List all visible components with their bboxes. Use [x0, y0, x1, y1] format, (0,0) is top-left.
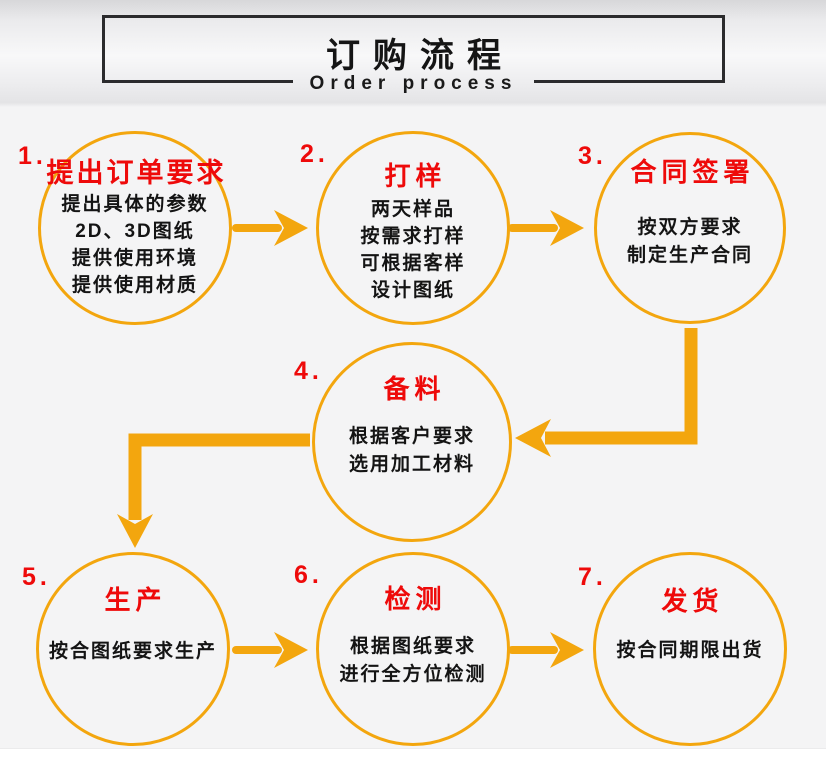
- step-4-title: 备料: [383, 374, 446, 404]
- step-4-detail: 选用加工材料: [348, 454, 475, 475]
- step-3-detail: 按双方要求: [637, 217, 743, 238]
- elbow-arrow-left-icon: [515, 328, 698, 457]
- step-3-number: 3.: [578, 142, 607, 170]
- step-circle-5: 生产 按合图纸要求生产: [36, 552, 230, 746]
- arrow-right-icon: [232, 210, 308, 246]
- step-6-detail: 根据图纸要求: [349, 636, 476, 657]
- step-circle-3: 合同签署 按双方要求 制定生产合同: [594, 132, 786, 324]
- step-circle-6: 检测 根据图纸要求 进行全方位检测: [316, 552, 510, 746]
- step-6-detail: 进行全方位检测: [339, 664, 487, 685]
- step-6-title: 检测: [384, 584, 447, 614]
- header-rule-right: [534, 80, 725, 83]
- elbow-arrow-down-icon: [117, 433, 310, 548]
- step-2-detail: 设计图纸: [370, 280, 455, 301]
- step-7-detail: 按合同期限出货: [616, 640, 764, 661]
- step-1-detail: 2D、3D图纸: [75, 221, 195, 242]
- step-2-detail: 可根据客样: [360, 253, 466, 274]
- arrow-right-icon: [232, 632, 308, 668]
- step-2-title: 打样: [384, 161, 447, 191]
- step-7-number: 7.: [578, 563, 607, 591]
- page-subtitle: Order process: [309, 73, 518, 94]
- step-5-detail: 按合图纸要求生产: [48, 641, 217, 662]
- step-1-number: 1.: [18, 142, 47, 170]
- step-3-title: 合同签署: [630, 157, 755, 187]
- step-1-detail: 提出具体的参数: [61, 194, 209, 215]
- step-circle-2: 打样 两天样品 按需求打样 可根据客样 设计图纸: [316, 131, 510, 325]
- step-2-number: 2.: [300, 140, 329, 168]
- step-1-detail: 提供使用环境: [71, 248, 198, 269]
- step-circle-7: 发货 按合同期限出货: [593, 552, 787, 746]
- step-5-title: 生产: [104, 585, 167, 615]
- header-bottom-rule: Order process: [102, 66, 725, 102]
- step-7-title: 发货: [661, 586, 724, 616]
- step-2-detail: 按需求打样: [360, 226, 466, 247]
- step-4-number: 4.: [294, 357, 323, 385]
- step-2-detail: 两天样品: [370, 199, 455, 220]
- step-3-detail: 制定生产合同: [626, 245, 753, 266]
- step-5-number: 5.: [22, 563, 51, 591]
- step-1-detail: 提供使用材质: [71, 275, 198, 296]
- step-circle-1: 提出订单要求 提出具体的参数 2D、3D图纸 提供使用环境 提供使用材质: [38, 131, 232, 325]
- header-box: 订购流程: [102, 15, 725, 80]
- footer-strip: [0, 748, 826, 767]
- arrow-right-icon: [508, 210, 584, 246]
- step-circle-4: 备料 根据客户要求 选用加工材料: [312, 342, 512, 542]
- page-title: 订购流程: [326, 36, 514, 75]
- step-4-detail: 根据客户要求: [348, 426, 475, 447]
- arrow-right-icon: [508, 632, 584, 668]
- step-1-title: 提出订单要求: [46, 158, 227, 188]
- header-rule-left: [102, 80, 293, 83]
- step-6-number: 6.: [294, 561, 323, 589]
